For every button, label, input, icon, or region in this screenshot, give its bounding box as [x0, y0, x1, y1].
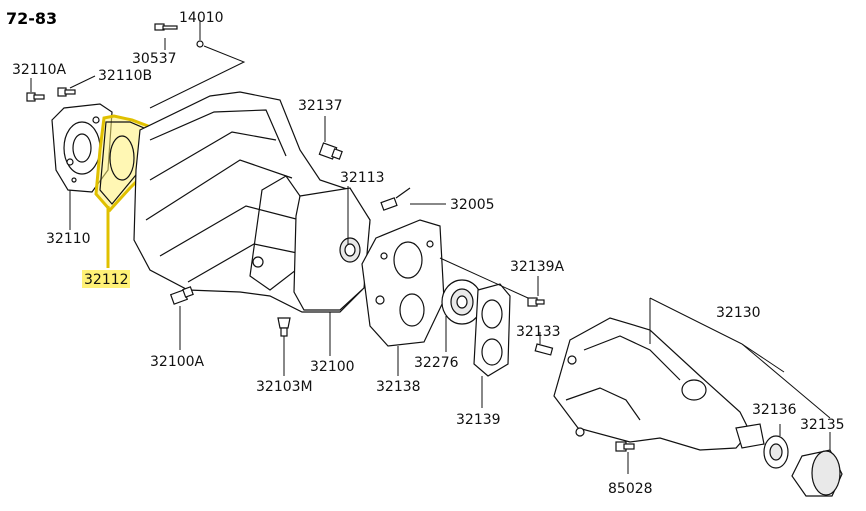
- dust-cover-32135[interactable]: [791, 449, 843, 497]
- label-32276: 32276: [414, 355, 459, 371]
- label-32110A: 32110A: [12, 62, 67, 78]
- label-32113: 32113: [340, 170, 385, 186]
- gasket-32139[interactable]: [473, 283, 511, 377]
- label-32130: 32130: [716, 305, 761, 321]
- label-32112: 32112: [84, 272, 129, 288]
- plug-32100A[interactable]: [169, 286, 194, 305]
- seal-32136[interactable]: [763, 435, 789, 469]
- transmission-case-32100[interactable]: [133, 91, 371, 313]
- label-32138: 32138: [376, 379, 421, 395]
- diagram-title: 72-83: [6, 9, 57, 28]
- label-32110: 32110: [46, 231, 91, 247]
- plug-32137[interactable]: [318, 142, 343, 160]
- bolt-85028[interactable]: [615, 441, 635, 452]
- label-32139: 32139: [456, 412, 501, 428]
- label-32103M: 32103M: [256, 379, 313, 395]
- switch-32005[interactable]: [380, 187, 411, 211]
- bolt-32139A[interactable]: [527, 297, 545, 307]
- label-30537: 30537: [132, 51, 177, 67]
- bearing-32276[interactable]: [441, 279, 483, 325]
- washer-14010[interactable]: [196, 40, 204, 48]
- label-14010: 14010: [179, 10, 224, 26]
- label-85028: 85028: [608, 481, 653, 497]
- label-32136: 32136: [752, 402, 797, 418]
- label-32110B: 32110B: [98, 68, 152, 84]
- label-32139A: 32139A: [510, 259, 565, 275]
- bolt-30537[interactable]: [154, 23, 178, 31]
- breather-32103M[interactable]: [277, 317, 291, 337]
- label-32137: 32137: [298, 98, 343, 114]
- adapter-plate-32138[interactable]: [361, 219, 445, 347]
- label-32133: 32133: [516, 324, 561, 340]
- label-32100A: 32100A: [150, 354, 205, 370]
- label-32005: 32005: [450, 197, 495, 213]
- bolt-32110A[interactable]: [26, 92, 45, 102]
- pin-32133[interactable]: [534, 343, 554, 356]
- label-32100: 32100: [310, 359, 355, 375]
- label-32135: 32135: [800, 417, 845, 433]
- extension-housing-32130[interactable]: [553, 317, 765, 451]
- bolt-32110B[interactable]: [57, 87, 76, 97]
